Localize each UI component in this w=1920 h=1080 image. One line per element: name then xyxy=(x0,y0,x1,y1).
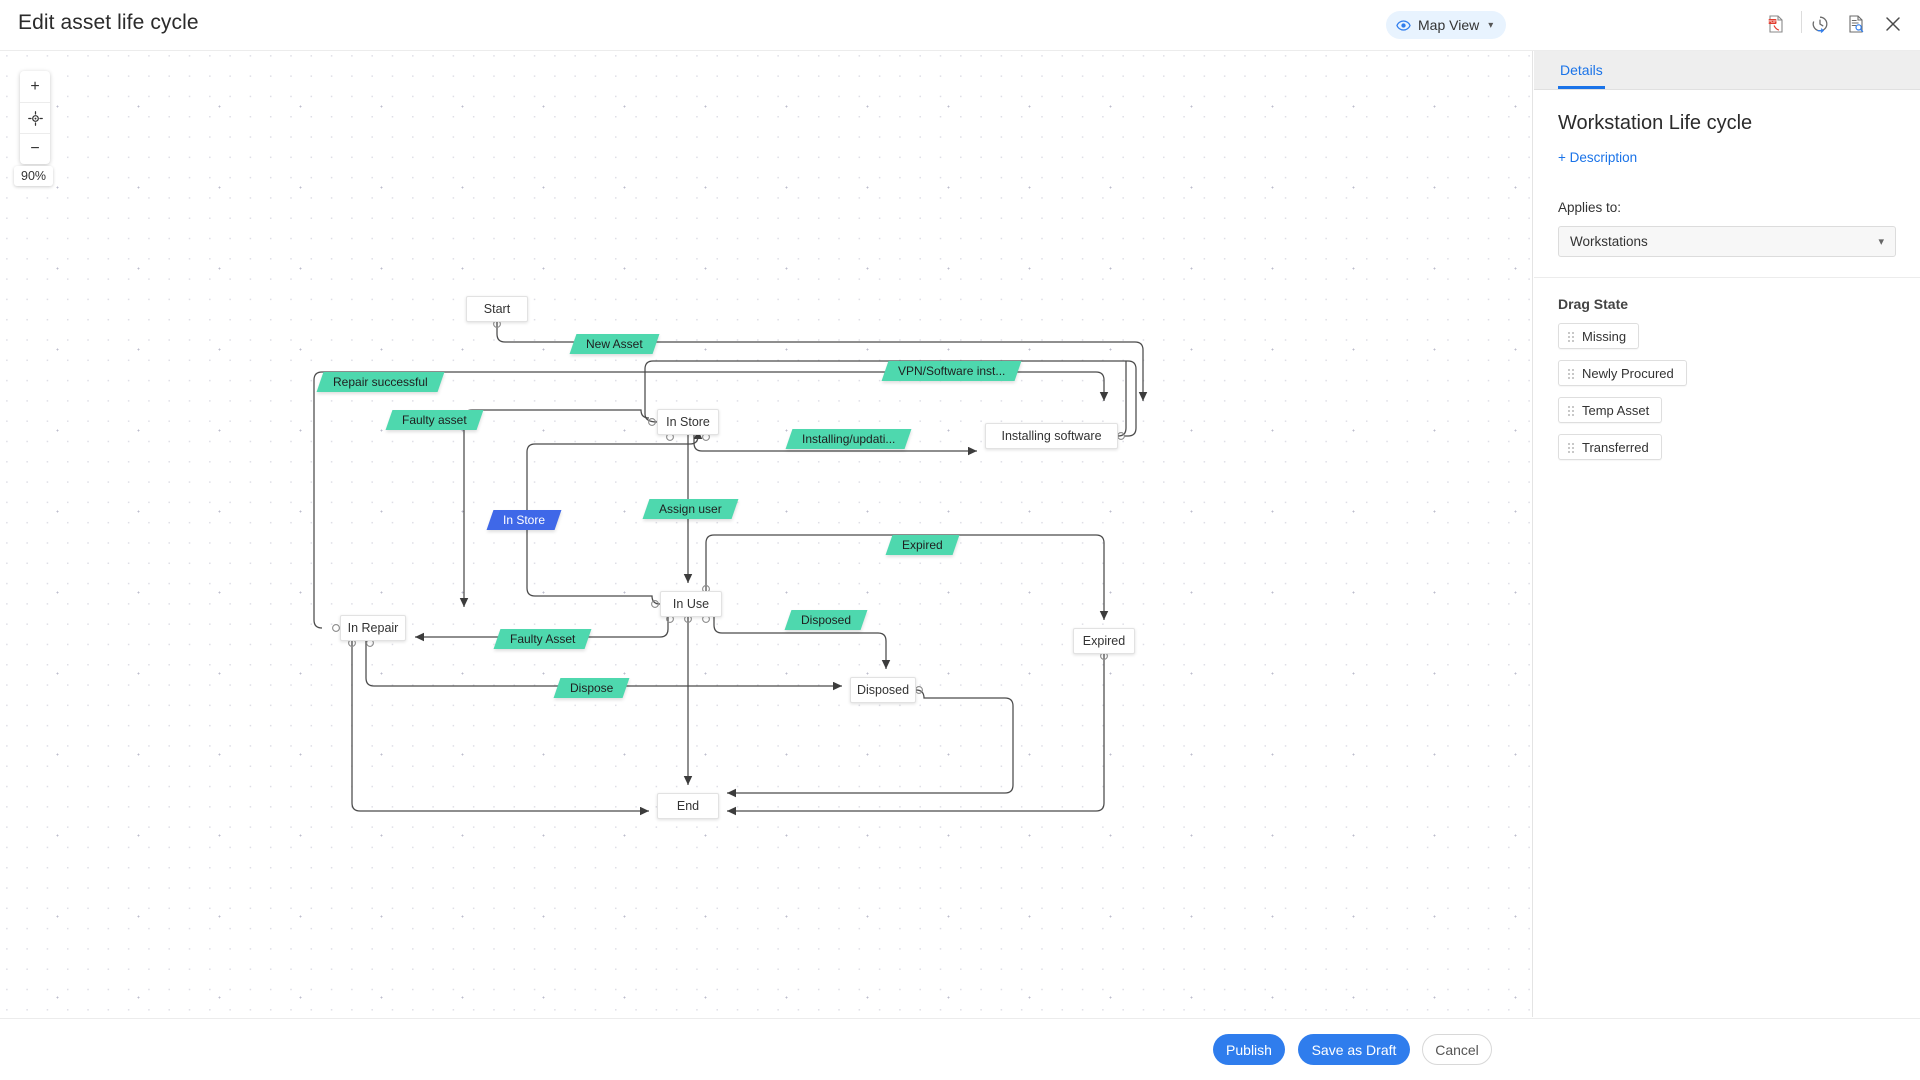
map-view-label: Map View xyxy=(1418,17,1480,33)
document-search-icon[interactable] xyxy=(1845,13,1867,35)
drag-state-chip-newly-procured[interactable]: Newly Procured xyxy=(1558,360,1687,386)
flow-canvas[interactable]: + − 90% xyxy=(0,51,1533,1017)
applies-to-value: Workstations xyxy=(1570,234,1648,249)
node-end[interactable]: End xyxy=(657,793,719,819)
save-as-draft-button[interactable]: Save as Draft xyxy=(1298,1034,1410,1065)
edge-label-assign-user: Assign user xyxy=(642,499,739,519)
node-installing-software[interactable]: Installing software xyxy=(985,423,1118,449)
page-title: Edit asset life cycle xyxy=(18,11,199,34)
node-in-store[interactable]: In Store xyxy=(657,409,719,435)
node-in-repair[interactable]: In Repair xyxy=(340,615,406,641)
node-disposed[interactable]: Disposed xyxy=(850,677,916,703)
drag-state-chip-transferred[interactable]: Transferred xyxy=(1558,434,1662,460)
zoom-in-button[interactable]: + xyxy=(30,77,40,95)
drag-state-label: Missing xyxy=(1582,328,1627,344)
zoom-level-label: 90% xyxy=(14,166,54,186)
drag-state-chip-missing[interactable]: Missing xyxy=(1558,323,1640,349)
drag-state-title: Drag State xyxy=(1558,296,1629,312)
flow-edges xyxy=(313,320,1148,816)
close-icon[interactable] xyxy=(1882,13,1904,35)
drag-state-label: Transferred xyxy=(1582,439,1649,455)
eye-icon xyxy=(1396,18,1411,33)
drag-handle-icon xyxy=(1567,367,1575,379)
edge-label-faulty-asset-lower: Faulty asset xyxy=(385,410,484,430)
add-description-link[interactable]: + Description xyxy=(1558,150,1638,165)
node-start[interactable]: Start xyxy=(466,296,528,322)
svg-text:PDF: PDF xyxy=(1768,19,1777,24)
recenter-crosshair-icon[interactable] xyxy=(20,102,50,133)
toolbar-divider xyxy=(1801,11,1802,33)
chevron-down-icon: ▾ xyxy=(1488,19,1494,31)
panel-heading: Workstation Life cycle xyxy=(1558,112,1753,134)
edge-label-faulty-asset: Faulty Asset xyxy=(493,629,592,649)
chevron-down-icon: ▾ xyxy=(1878,236,1884,248)
publish-button[interactable]: Publish xyxy=(1213,1034,1285,1065)
map-view-button[interactable]: Map View ▾ xyxy=(1386,11,1507,39)
history-icon[interactable] xyxy=(1809,13,1831,35)
tab-details[interactable]: Details xyxy=(1558,62,1605,89)
applies-to-label: Applies to: xyxy=(1558,200,1622,215)
node-in-use[interactable]: In Use xyxy=(660,591,722,617)
panel-body: Workstation Life cycle + Description App… xyxy=(1534,90,1920,460)
drag-state-label: Temp Asset xyxy=(1582,402,1650,418)
edge-label-repair-successful: Repair successful xyxy=(316,372,445,392)
top-bar: Edit asset life cycle Map View ▾ PDF xyxy=(0,0,1920,51)
drag-handle-icon xyxy=(1567,404,1575,416)
edge-label-dispose: Dispose xyxy=(553,678,630,698)
drag-state-label: Newly Procured xyxy=(1582,365,1674,381)
cancel-button[interactable]: Cancel xyxy=(1422,1034,1492,1065)
panel-divider xyxy=(1534,277,1920,278)
drag-handle-icon xyxy=(1567,441,1575,453)
details-panel: Details Workstation Life cycle + Descrip… xyxy=(1534,51,1920,1017)
footer-bar: Publish Save as Draft Cancel xyxy=(0,1018,1920,1080)
edge-label-vpn-software-install: VPN/Software inst... xyxy=(881,361,1022,381)
zoom-controls: + − xyxy=(20,71,50,164)
edge-label-new-asset: New Asset xyxy=(569,334,660,354)
edge-label-disposed: Disposed xyxy=(784,610,868,630)
edge-label-in-store-selected: In Store xyxy=(486,510,562,530)
applies-to-select[interactable]: Workstations ▾ xyxy=(1558,226,1896,257)
drag-handle-icon xyxy=(1567,330,1575,342)
export-pdf-icon[interactable]: PDF xyxy=(1765,13,1787,35)
drag-state-chip-temp-asset[interactable]: Temp Asset xyxy=(1558,397,1663,423)
edge-label-expired: Expired xyxy=(885,535,960,555)
edge-label-installing-updating: Installing/updati... xyxy=(785,429,912,449)
panel-tab-bar: Details xyxy=(1534,51,1920,90)
node-expired[interactable]: Expired xyxy=(1073,628,1135,654)
zoom-out-button[interactable]: − xyxy=(20,133,50,164)
